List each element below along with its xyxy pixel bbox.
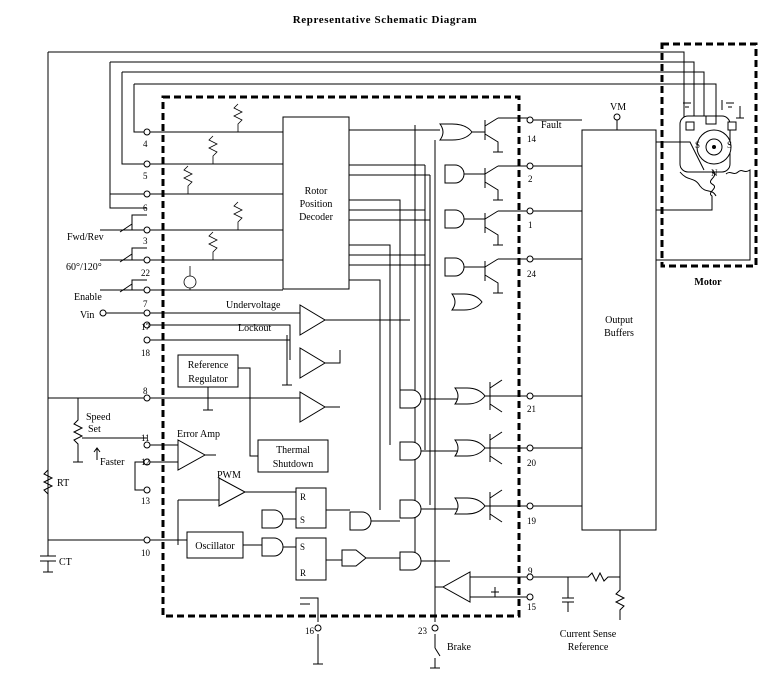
pin-22: 22 bbox=[141, 268, 150, 278]
faster-label: Faster bbox=[100, 457, 125, 468]
pullup-resistors bbox=[183, 103, 243, 290]
buffers-line-2: Buffers bbox=[604, 328, 634, 339]
vin-label: Vin bbox=[80, 310, 94, 321]
pin-1: 1 bbox=[528, 220, 533, 230]
buffers-line-1: Output bbox=[605, 315, 633, 326]
speed-set-network: Speed Set Faster RT CT bbox=[40, 398, 147, 573]
motor-boundary bbox=[660, 42, 758, 268]
pin-10: 10 bbox=[141, 548, 151, 558]
pin-terminals bbox=[99, 116, 534, 632]
fault-label: Fault bbox=[541, 120, 562, 131]
pin-24: 24 bbox=[527, 269, 537, 279]
svg-text:N: N bbox=[711, 168, 718, 178]
decoder-line-2: Position bbox=[300, 199, 333, 210]
pin-20: 20 bbox=[527, 458, 537, 468]
fwd-rev-label: Fwd/Rev bbox=[67, 232, 104, 243]
motor-label: Motor bbox=[694, 277, 722, 288]
pin-5: 5 bbox=[143, 171, 148, 181]
thermal-shutdown: Thermal Shutdown bbox=[238, 367, 329, 473]
pin-11: 11 bbox=[141, 433, 150, 443]
ground-brake: Brake bbox=[300, 597, 471, 669]
brake-label: Brake bbox=[447, 642, 471, 653]
decoder-line-1: Rotor bbox=[305, 186, 328, 197]
vm-terminal bbox=[613, 113, 621, 121]
rotor-position-decoder: Rotor Position Decoder bbox=[282, 116, 350, 290]
latch1-r: R bbox=[300, 492, 306, 502]
decoder-logic bbox=[349, 123, 485, 615]
reference-regulator: Reference Regulator bbox=[177, 354, 239, 411]
pin-numbers: 4 5 6 3 22 7 17 18 8 11 12 13 10 14 2 1 … bbox=[141, 134, 537, 636]
pwm-latches: R S S R bbox=[261, 487, 450, 581]
regulator-line-2: Regulator bbox=[188, 374, 228, 385]
oscillator-label: Oscillator bbox=[195, 541, 235, 552]
vm-label: VM bbox=[610, 102, 626, 113]
pin-23: 23 bbox=[418, 626, 428, 636]
svg-text:S: S bbox=[695, 140, 700, 150]
pin-13: 13 bbox=[141, 496, 151, 506]
undervoltage-comparators: Undervoltage Lockout bbox=[226, 300, 410, 423]
svg-text:S: S bbox=[727, 140, 732, 150]
pin-21: 21 bbox=[527, 404, 536, 414]
hall-sensor-wiring bbox=[47, 51, 717, 540]
thermal-line-2: Shutdown bbox=[273, 459, 314, 470]
diagram-title: Representative Schematic Diagram bbox=[293, 14, 478, 26]
speed-set-line-2: Set bbox=[88, 424, 101, 435]
undervoltage-label: Undervoltage bbox=[226, 300, 281, 311]
latch2-r: R bbox=[300, 568, 306, 578]
pin-4: 4 bbox=[143, 139, 148, 149]
oscillator: Oscillator bbox=[186, 531, 262, 559]
pin-6: 6 bbox=[143, 203, 148, 213]
pwm-comparator: PWM bbox=[177, 470, 296, 545]
input-switches bbox=[119, 214, 147, 293]
pin-18: 18 bbox=[141, 348, 151, 358]
output-buffers: Output Buffers VM bbox=[581, 102, 657, 531]
ct-label: CT bbox=[59, 557, 72, 568]
pin-12: 12 bbox=[141, 457, 150, 467]
left-pin-wiring bbox=[48, 131, 300, 541]
pwm-label: PWM bbox=[217, 470, 241, 481]
pin-2: 2 bbox=[528, 174, 533, 184]
motor-symbol: S S N bbox=[655, 100, 751, 261]
ic-boundary bbox=[161, 95, 521, 618]
pin-7: 7 bbox=[143, 299, 148, 309]
pin-17: 17 bbox=[141, 322, 151, 332]
enable-label: Enable bbox=[74, 292, 102, 303]
upper-output-transistors bbox=[484, 117, 582, 294]
lockout-label: Lockout bbox=[238, 323, 272, 334]
error-amp: Error Amp bbox=[134, 429, 220, 491]
speed-set-line-1: Speed bbox=[86, 412, 110, 423]
sixty-120-label: 60°/120° bbox=[66, 262, 102, 273]
pin-15: 15 bbox=[527, 602, 537, 612]
pin-9: 9 bbox=[528, 566, 533, 576]
pin-8: 8 bbox=[143, 386, 148, 396]
pin-14: 14 bbox=[527, 134, 537, 144]
regulator-line-1: Reference bbox=[188, 360, 229, 371]
pin-19: 19 bbox=[527, 516, 537, 526]
thermal-line-1: Thermal bbox=[276, 445, 310, 456]
rt-label: RT bbox=[57, 478, 69, 489]
pin-3: 3 bbox=[143, 236, 148, 246]
latch1-s: S bbox=[300, 515, 305, 525]
current-sense-line-2: Reference bbox=[568, 642, 609, 653]
lower-output-logic bbox=[399, 379, 582, 523]
pin-16: 16 bbox=[305, 626, 315, 636]
current-sense-line-1: Current Sense bbox=[560, 629, 617, 640]
decoder-line-3: Decoder bbox=[299, 212, 334, 223]
error-amp-label: Error Amp bbox=[177, 429, 220, 440]
latch2-s: S bbox=[300, 542, 305, 552]
current-sense-amp: Current Sense Reference bbox=[435, 530, 626, 653]
